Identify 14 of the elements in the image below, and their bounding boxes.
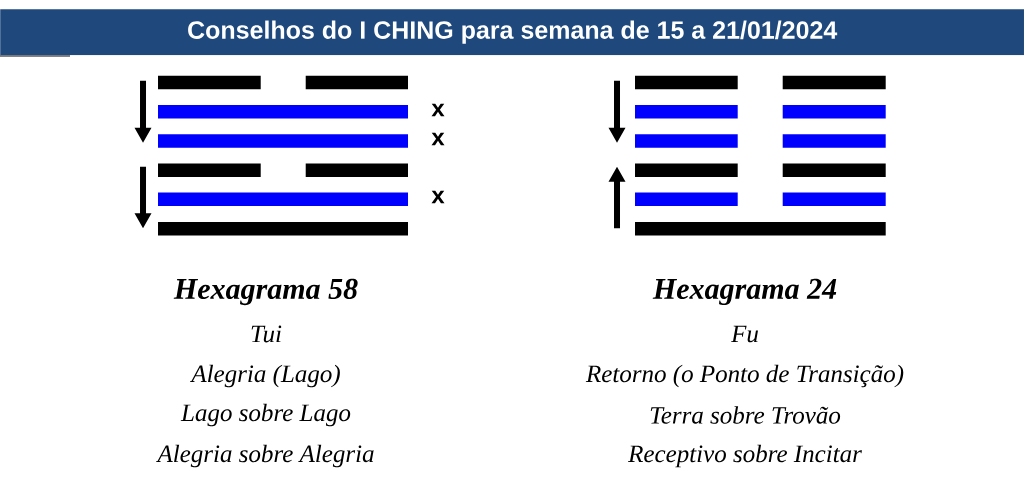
meaning-text: Receptivo sobre Incitar	[628, 444, 862, 468]
hexagram-title: Hexagrama 58	[173, 278, 358, 306]
trigrams-text: Lago sobre Lago	[180, 403, 351, 427]
hexagram-name: Tui	[251, 325, 282, 343]
meaning-text: Alegria sobre Alegria	[156, 444, 374, 468]
trigrams-text: Terra sobre Trovão	[650, 406, 841, 424]
changing-line-mark: x	[431, 132, 445, 146]
meaning-text: Alegria (Lago)	[190, 364, 340, 388]
meaning-text: Retorno (o Ponto de Transição)	[585, 364, 904, 388]
title-bar: Conselhos do I CHING para semana de 15 a 21/01/2024	[0, 9, 1024, 56]
hexagram-name: Fu	[731, 325, 758, 343]
hexagram-title: Hexagrama 24	[652, 278, 837, 306]
changing-line-mark: x	[431, 190, 445, 204]
changing-line-mark: x	[431, 103, 445, 117]
